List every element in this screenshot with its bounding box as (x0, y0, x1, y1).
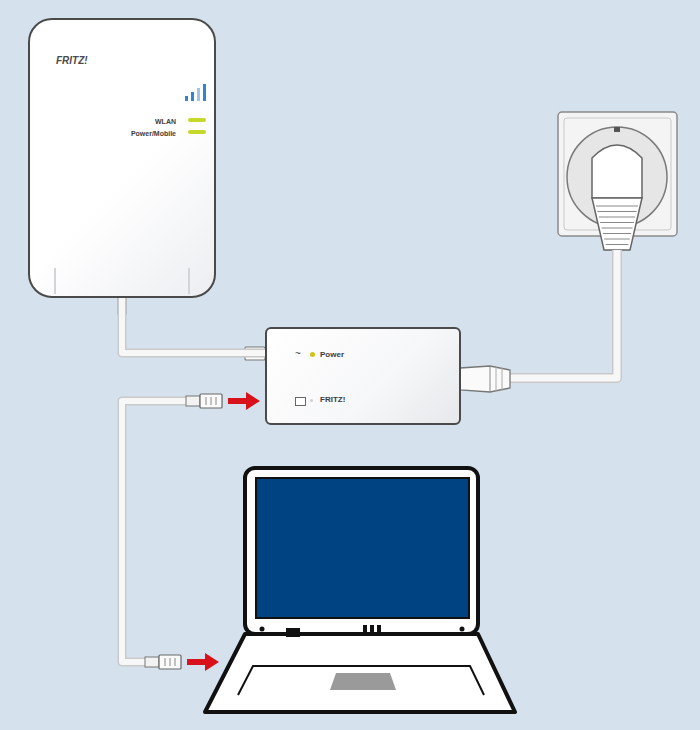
plug-rib (599, 217, 636, 218)
red-arrow (228, 392, 260, 410)
lan-cable (122, 401, 190, 662)
red-arrow (187, 653, 219, 671)
port-label: Power (320, 351, 344, 359)
plug-rib (602, 228, 633, 229)
led-label: WLAN (155, 118, 176, 125)
led-bar (188, 118, 206, 122)
port-label: FRITZ! (320, 396, 345, 404)
repeater-device: FRITZ! WLAN Power/Mobile (28, 18, 216, 298)
lan-plug (145, 655, 181, 669)
cable-stroke (122, 298, 265, 353)
plug-ribs (596, 206, 638, 245)
power-cable (505, 250, 617, 378)
plug-rib (604, 239, 630, 240)
plug-rib (600, 222, 634, 223)
foot-line (188, 268, 190, 294)
cable-stroke (122, 298, 265, 353)
signal-bar (191, 92, 194, 101)
power-plug (460, 366, 510, 392)
plug-rib (606, 244, 629, 245)
plug-rib (603, 233, 631, 234)
cable-plug (118, 298, 265, 360)
foot-line (54, 268, 56, 294)
lan-plug (186, 394, 222, 408)
laptop (205, 468, 515, 712)
power-led (310, 352, 315, 357)
brand-logo: FRITZ! (56, 56, 88, 66)
plug-rib (596, 206, 638, 207)
signal-bar (203, 84, 206, 101)
plug-rib (597, 211, 636, 212)
signal-bar (185, 96, 188, 101)
led-label: Power/Mobile (131, 130, 176, 137)
led-bar (188, 130, 206, 134)
power-supply: ~ PowerFRITZ! (265, 327, 461, 425)
signal-bar (197, 88, 200, 101)
cable (122, 298, 265, 353)
wall-socket (558, 112, 677, 250)
ac-symbol: ~ (295, 349, 301, 359)
port-led (310, 399, 313, 402)
ethernet-icon (295, 397, 306, 406)
